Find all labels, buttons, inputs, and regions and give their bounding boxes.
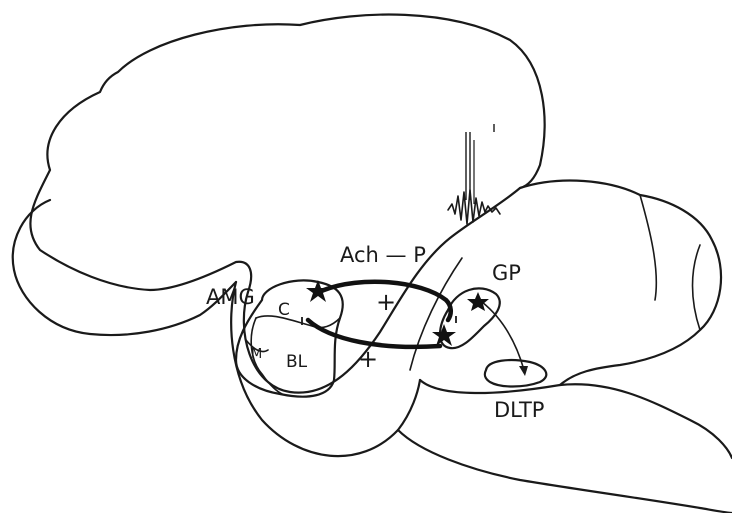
lower-pathway bbox=[308, 320, 440, 347]
label-ach-p: Ach — P bbox=[340, 245, 426, 266]
label-gp: GP bbox=[492, 263, 521, 284]
star-icon bbox=[432, 324, 456, 346]
dltp-arrow-tip bbox=[519, 366, 528, 376]
label-amg: AMG bbox=[206, 287, 255, 308]
brainstem-lower-outline bbox=[398, 430, 732, 513]
label-medial-nucleus: M bbox=[251, 348, 262, 361]
olfactory-bulb-outline bbox=[13, 200, 236, 335]
cerebellum-fold-2 bbox=[693, 245, 701, 330]
dltp-nucleus bbox=[485, 360, 547, 386]
label-basolateral: BL bbox=[286, 354, 307, 371]
cerebellum-fold bbox=[640, 195, 656, 300]
thalamic-boundary bbox=[410, 258, 462, 370]
brainstem-outline bbox=[420, 380, 732, 458]
label-dltp: DLTP bbox=[494, 400, 544, 421]
plus-sign-lower: + bbox=[358, 347, 378, 371]
cerebellum-outline bbox=[520, 181, 721, 385]
star-icon bbox=[467, 292, 489, 311]
plus-sign-upper: + bbox=[376, 290, 396, 314]
label-central-nucleus: C bbox=[278, 302, 290, 319]
